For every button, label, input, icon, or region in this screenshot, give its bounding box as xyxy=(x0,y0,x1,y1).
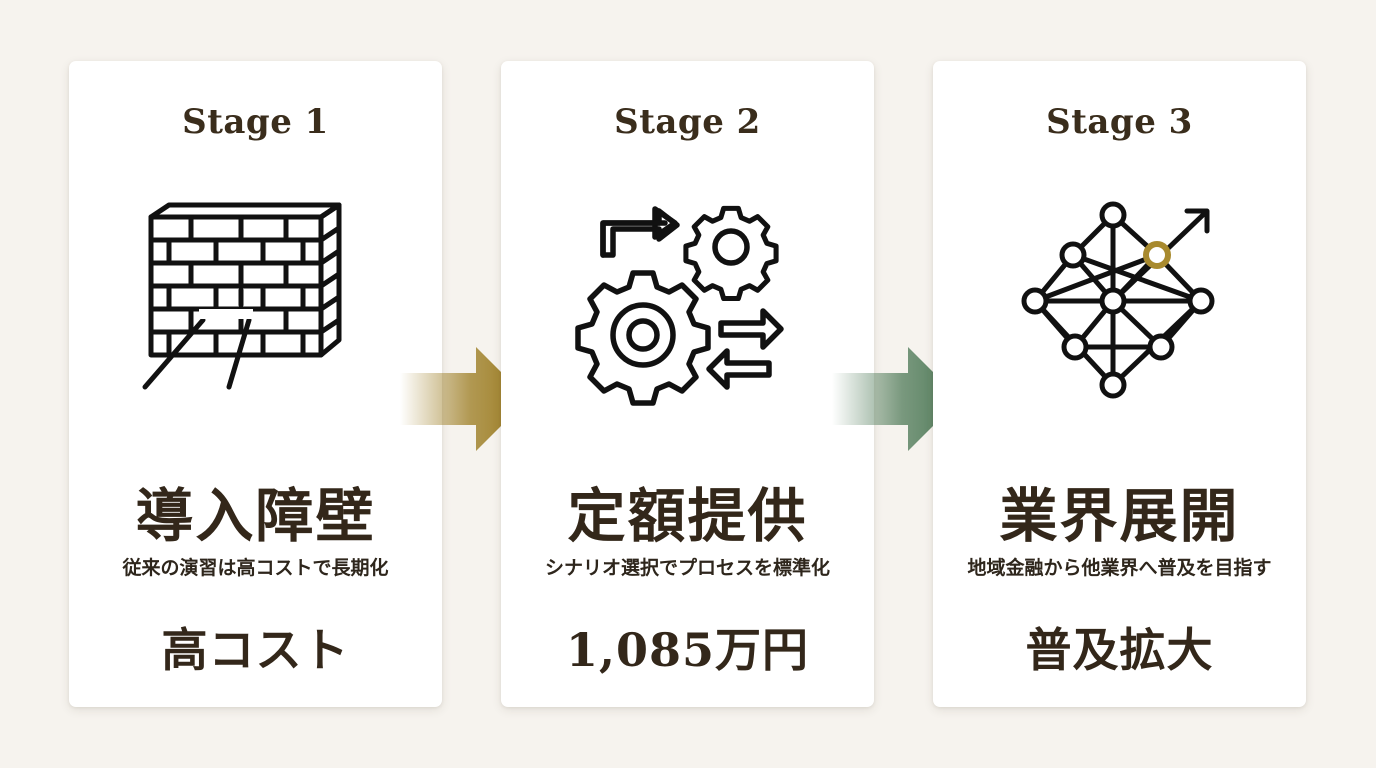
stage-title: 導入障壁 xyxy=(135,482,376,550)
stage-metric: 普及拡大 xyxy=(1025,623,1214,677)
brick-wall-icon xyxy=(141,195,371,425)
stage-metric: 1,085万円 xyxy=(565,623,810,677)
stage-title: 業界展開 xyxy=(999,482,1240,550)
stage-description: シナリオ選択でプロセスを標準化 xyxy=(544,557,830,579)
stage-2-content: Stage 2 定額提供 シナリオ選択でプロセスを標準化 1,085万 xyxy=(501,0,874,768)
stage-label: Stage 2 xyxy=(614,102,761,142)
gears-process-icon xyxy=(573,195,803,425)
stage-title: 定額提供 xyxy=(567,482,808,550)
flow-arrow-2-icon xyxy=(832,347,962,451)
stage-label: Stage 1 xyxy=(182,102,329,142)
stage-card-1 xyxy=(69,61,442,707)
stage-label: Stage 3 xyxy=(1046,102,1193,142)
stage-1-content: Stage 1 xyxy=(69,0,442,768)
stage-metric: 高コスト xyxy=(161,623,350,677)
stage-description: 地域金融から他業界へ普及を目指す xyxy=(967,557,1272,579)
network-growth-icon xyxy=(1005,195,1235,425)
stage-description: 従来の演習は高コストで長期化 xyxy=(122,557,389,579)
stage-3-content: Stage 3 xyxy=(933,0,1306,768)
flow-arrow-1-icon xyxy=(400,347,530,451)
